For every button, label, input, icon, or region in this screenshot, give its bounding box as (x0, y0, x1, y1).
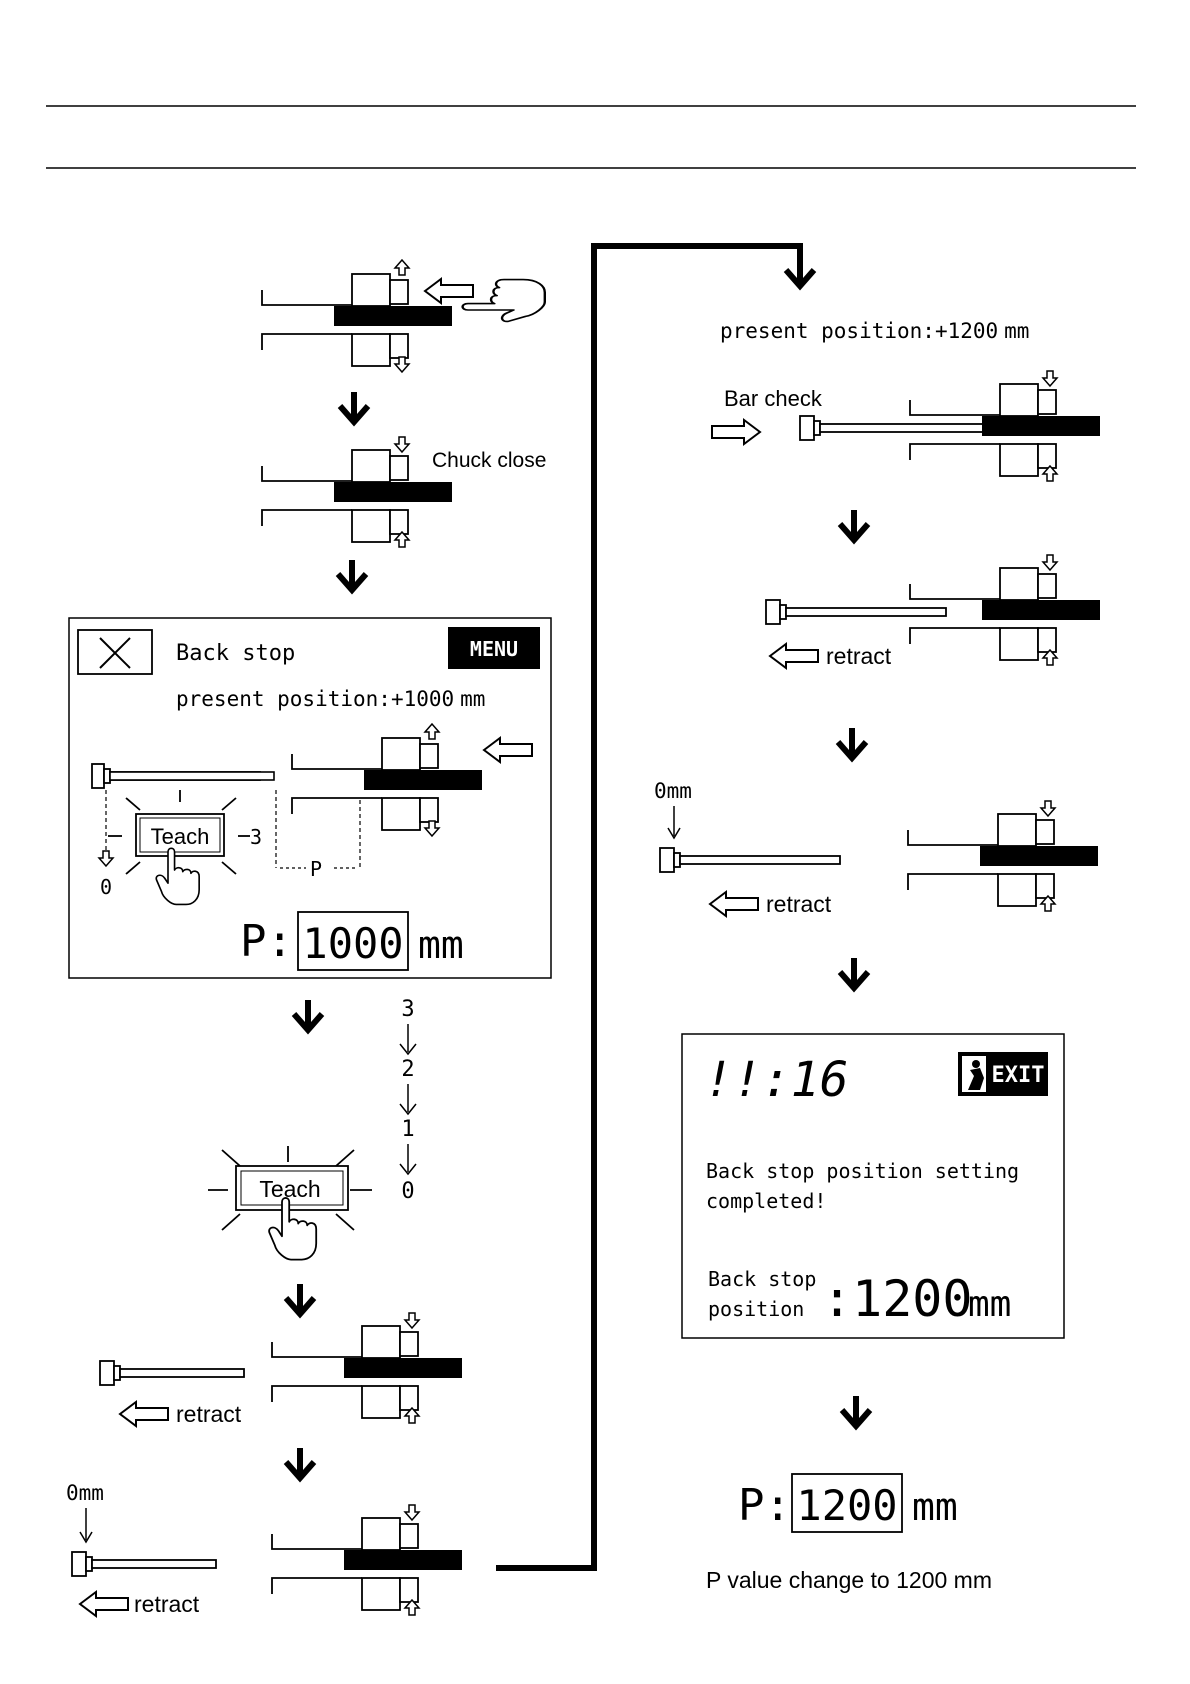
left-retract-step: retract (100, 1313, 462, 1427)
down-arrow-3 (294, 1000, 322, 1030)
step1-bar-insert (262, 260, 452, 372)
bar-check-label: Bar check (724, 386, 823, 411)
left-zero-mm-label: 0mm (66, 1481, 104, 1505)
countdown-1: 1 (401, 1117, 414, 1142)
screen1-countdown-number: 3 (250, 825, 262, 849)
zero-origin-label: 0 (100, 875, 112, 899)
right-zero-mm-label: 0mm (654, 779, 692, 803)
screen2-position-unit: mm (968, 1284, 1011, 1325)
screen2-timer: !!:16 (704, 1052, 849, 1108)
screen2-position-label-line2: position (708, 1297, 804, 1321)
right-zero-step: 0mm retract (654, 779, 1098, 917)
screen1-p-unit: mm (418, 923, 464, 967)
screen2-position-value: :1200 (822, 1270, 973, 1328)
screen2-message-line2: completed! (706, 1189, 826, 1213)
right-retract-arrow-1 (770, 644, 818, 668)
right-down-arrow-2 (838, 728, 866, 758)
left-zero-step: 0mm retract (66, 1481, 462, 1617)
left-retract-label-2: retract (134, 1591, 200, 1617)
teach-button-label: Teach (259, 1176, 320, 1202)
step2-chuck-close (262, 437, 452, 547)
screen2-completed: !!:16 EXIT Back stop position setting co… (682, 1034, 1064, 1338)
result-caption: P value change to 1200 mm (706, 1567, 992, 1593)
bar-check-arrow (712, 420, 760, 444)
countdown-3: 3 (401, 997, 414, 1022)
countdown-0: 0 (401, 1179, 414, 1204)
down-arrow-4 (286, 1284, 314, 1314)
hand-pushing-bar (463, 280, 545, 322)
left-retract-arrow-2 (80, 1592, 128, 1616)
right-retract-step: retract (766, 555, 1100, 669)
right-down-arrow-4 (842, 1396, 870, 1426)
left-retract-arrow-1 (120, 1402, 168, 1426)
bar-check-step: Bar check (712, 371, 1100, 481)
down-arrow-2 (338, 560, 366, 590)
menu-button-label: MENU (470, 637, 518, 661)
countdown-2: 2 (401, 1057, 414, 1082)
p-dimension-label: P (310, 857, 322, 881)
result-p-prefix: P: (738, 1480, 791, 1531)
screen1-p-value: 1000 (302, 919, 403, 968)
countdown-sequence: 3 2 1 0 (400, 997, 416, 1204)
push-left-arrow (425, 279, 473, 303)
result-p-unit: mm (912, 1485, 958, 1529)
right-down-arrow-1 (840, 510, 868, 540)
exit-button-label: EXIT (992, 1063, 1045, 1088)
right-retract-arrow-2 (710, 892, 758, 916)
down-arrow-5 (286, 1448, 314, 1478)
screen2-position-label-line1: Back stop (708, 1267, 816, 1291)
left-retract-label-1: retract (176, 1401, 242, 1427)
chuck-close-label: Chuck close (432, 449, 546, 472)
right-down-arrow-3 (840, 958, 868, 988)
down-arrow-1 (340, 392, 368, 422)
screen1-title: Back stop (176, 641, 295, 666)
exit-icon (962, 1056, 986, 1092)
right-retract-label-1: retract (826, 643, 892, 669)
result-p-value: P: 1200 mm P value change to 1200 mm (706, 1474, 992, 1593)
screen1-teach-label: Teach (151, 824, 210, 849)
result-p-value-text: 1200 (796, 1481, 897, 1530)
screen1-p-prefix: P: (240, 916, 293, 967)
screen2-message-line1: Back stop position setting (706, 1159, 1019, 1183)
right-retract-label-2: retract (766, 891, 832, 917)
teach-button-flashing: Teach (208, 1146, 372, 1260)
